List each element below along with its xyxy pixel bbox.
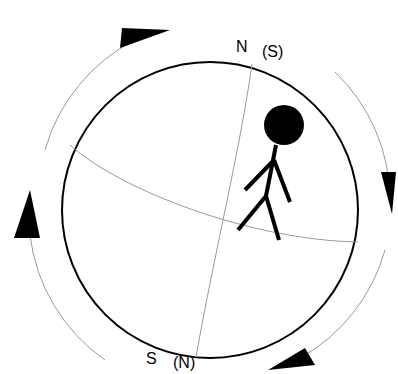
figure-leg [266,196,279,240]
figure-body [266,145,276,196]
rotation-arrowhead [14,190,40,238]
meridian-line [196,64,252,357]
figure-arm [245,160,274,190]
pole-label: N [236,38,248,56]
rotation-arrowhead [381,172,396,214]
figure-leg [238,196,266,230]
rotation-arc [45,40,135,150]
rotation-arc [30,235,105,360]
rotation-arc [335,72,390,200]
pole-label: S [146,350,157,368]
rotation-arrowhead [268,348,315,370]
figure-head [264,105,304,145]
rotation-arrowhead [120,28,170,48]
rotation-arc [300,250,385,358]
pole-label: (S) [262,43,283,61]
pole-label: (N) [173,354,195,372]
sphere-outline [62,62,358,358]
equator-line [70,145,358,242]
figure-arm [274,160,290,202]
